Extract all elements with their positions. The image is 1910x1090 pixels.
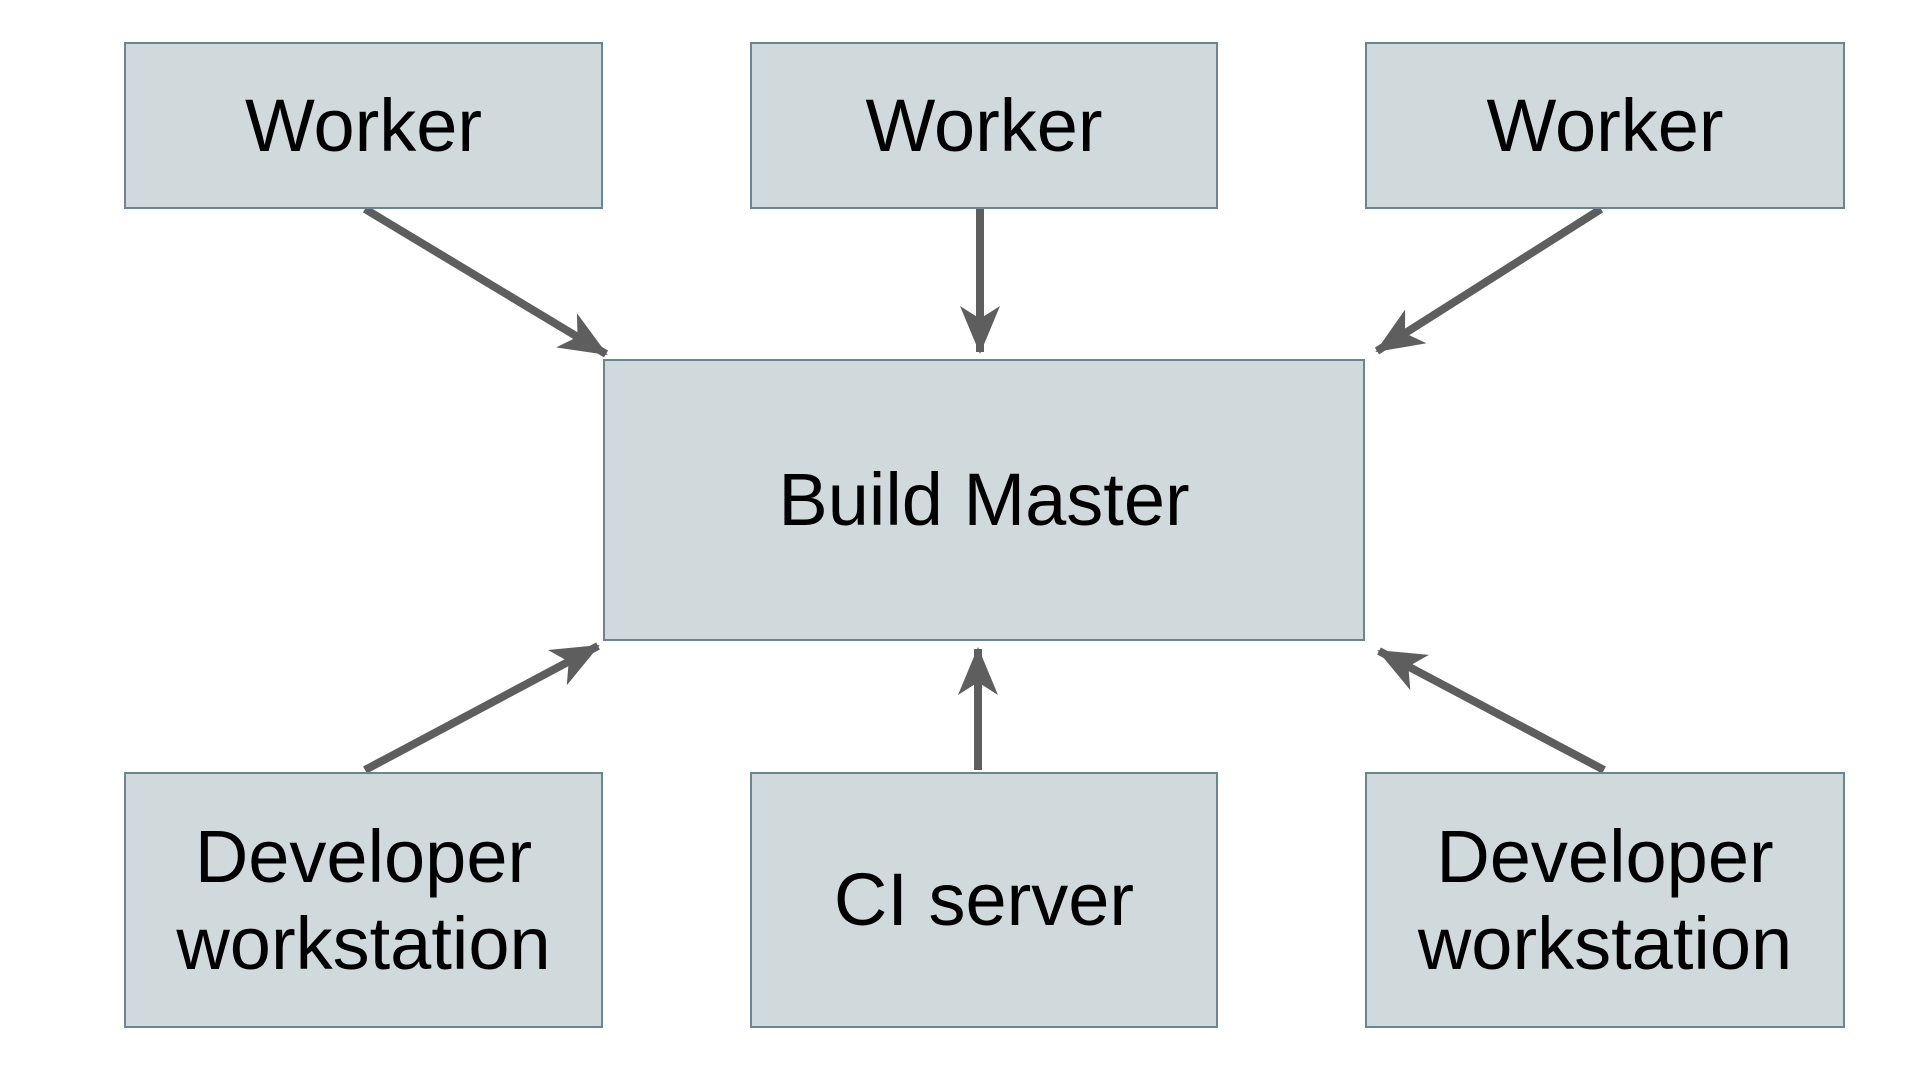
node-developer-workstation-left-label: Developer workstation: [176, 814, 551, 985]
node-worker-center: Worker: [750, 42, 1218, 209]
arrow-dev-left-to-build-master: [363, 642, 600, 774]
node-build-master-label: Build Master: [778, 458, 1190, 542]
node-worker-right: Worker: [1365, 42, 1845, 209]
node-worker-left: Worker: [124, 42, 603, 209]
node-worker-right-label: Worker: [1486, 83, 1724, 167]
arrow-worker-left-to-build-master: [362, 205, 609, 358]
node-developer-workstation-right: Developer workstation: [1365, 772, 1845, 1028]
arrow-worker-right-to-build-master: [1374, 205, 1604, 355]
node-developer-workstation-right-label: Developer workstation: [1417, 814, 1793, 985]
node-developer-workstation-left: Developer workstation: [124, 772, 603, 1028]
node-ci-server: CI server: [750, 772, 1218, 1028]
node-worker-left-label: Worker: [244, 83, 483, 167]
arrow-dev-right-to-build-master: [1377, 647, 1606, 774]
node-worker-center-label: Worker: [865, 83, 1103, 167]
node-build-master: Build Master: [603, 359, 1365, 641]
node-ci-server-label: CI server: [833, 858, 1135, 942]
